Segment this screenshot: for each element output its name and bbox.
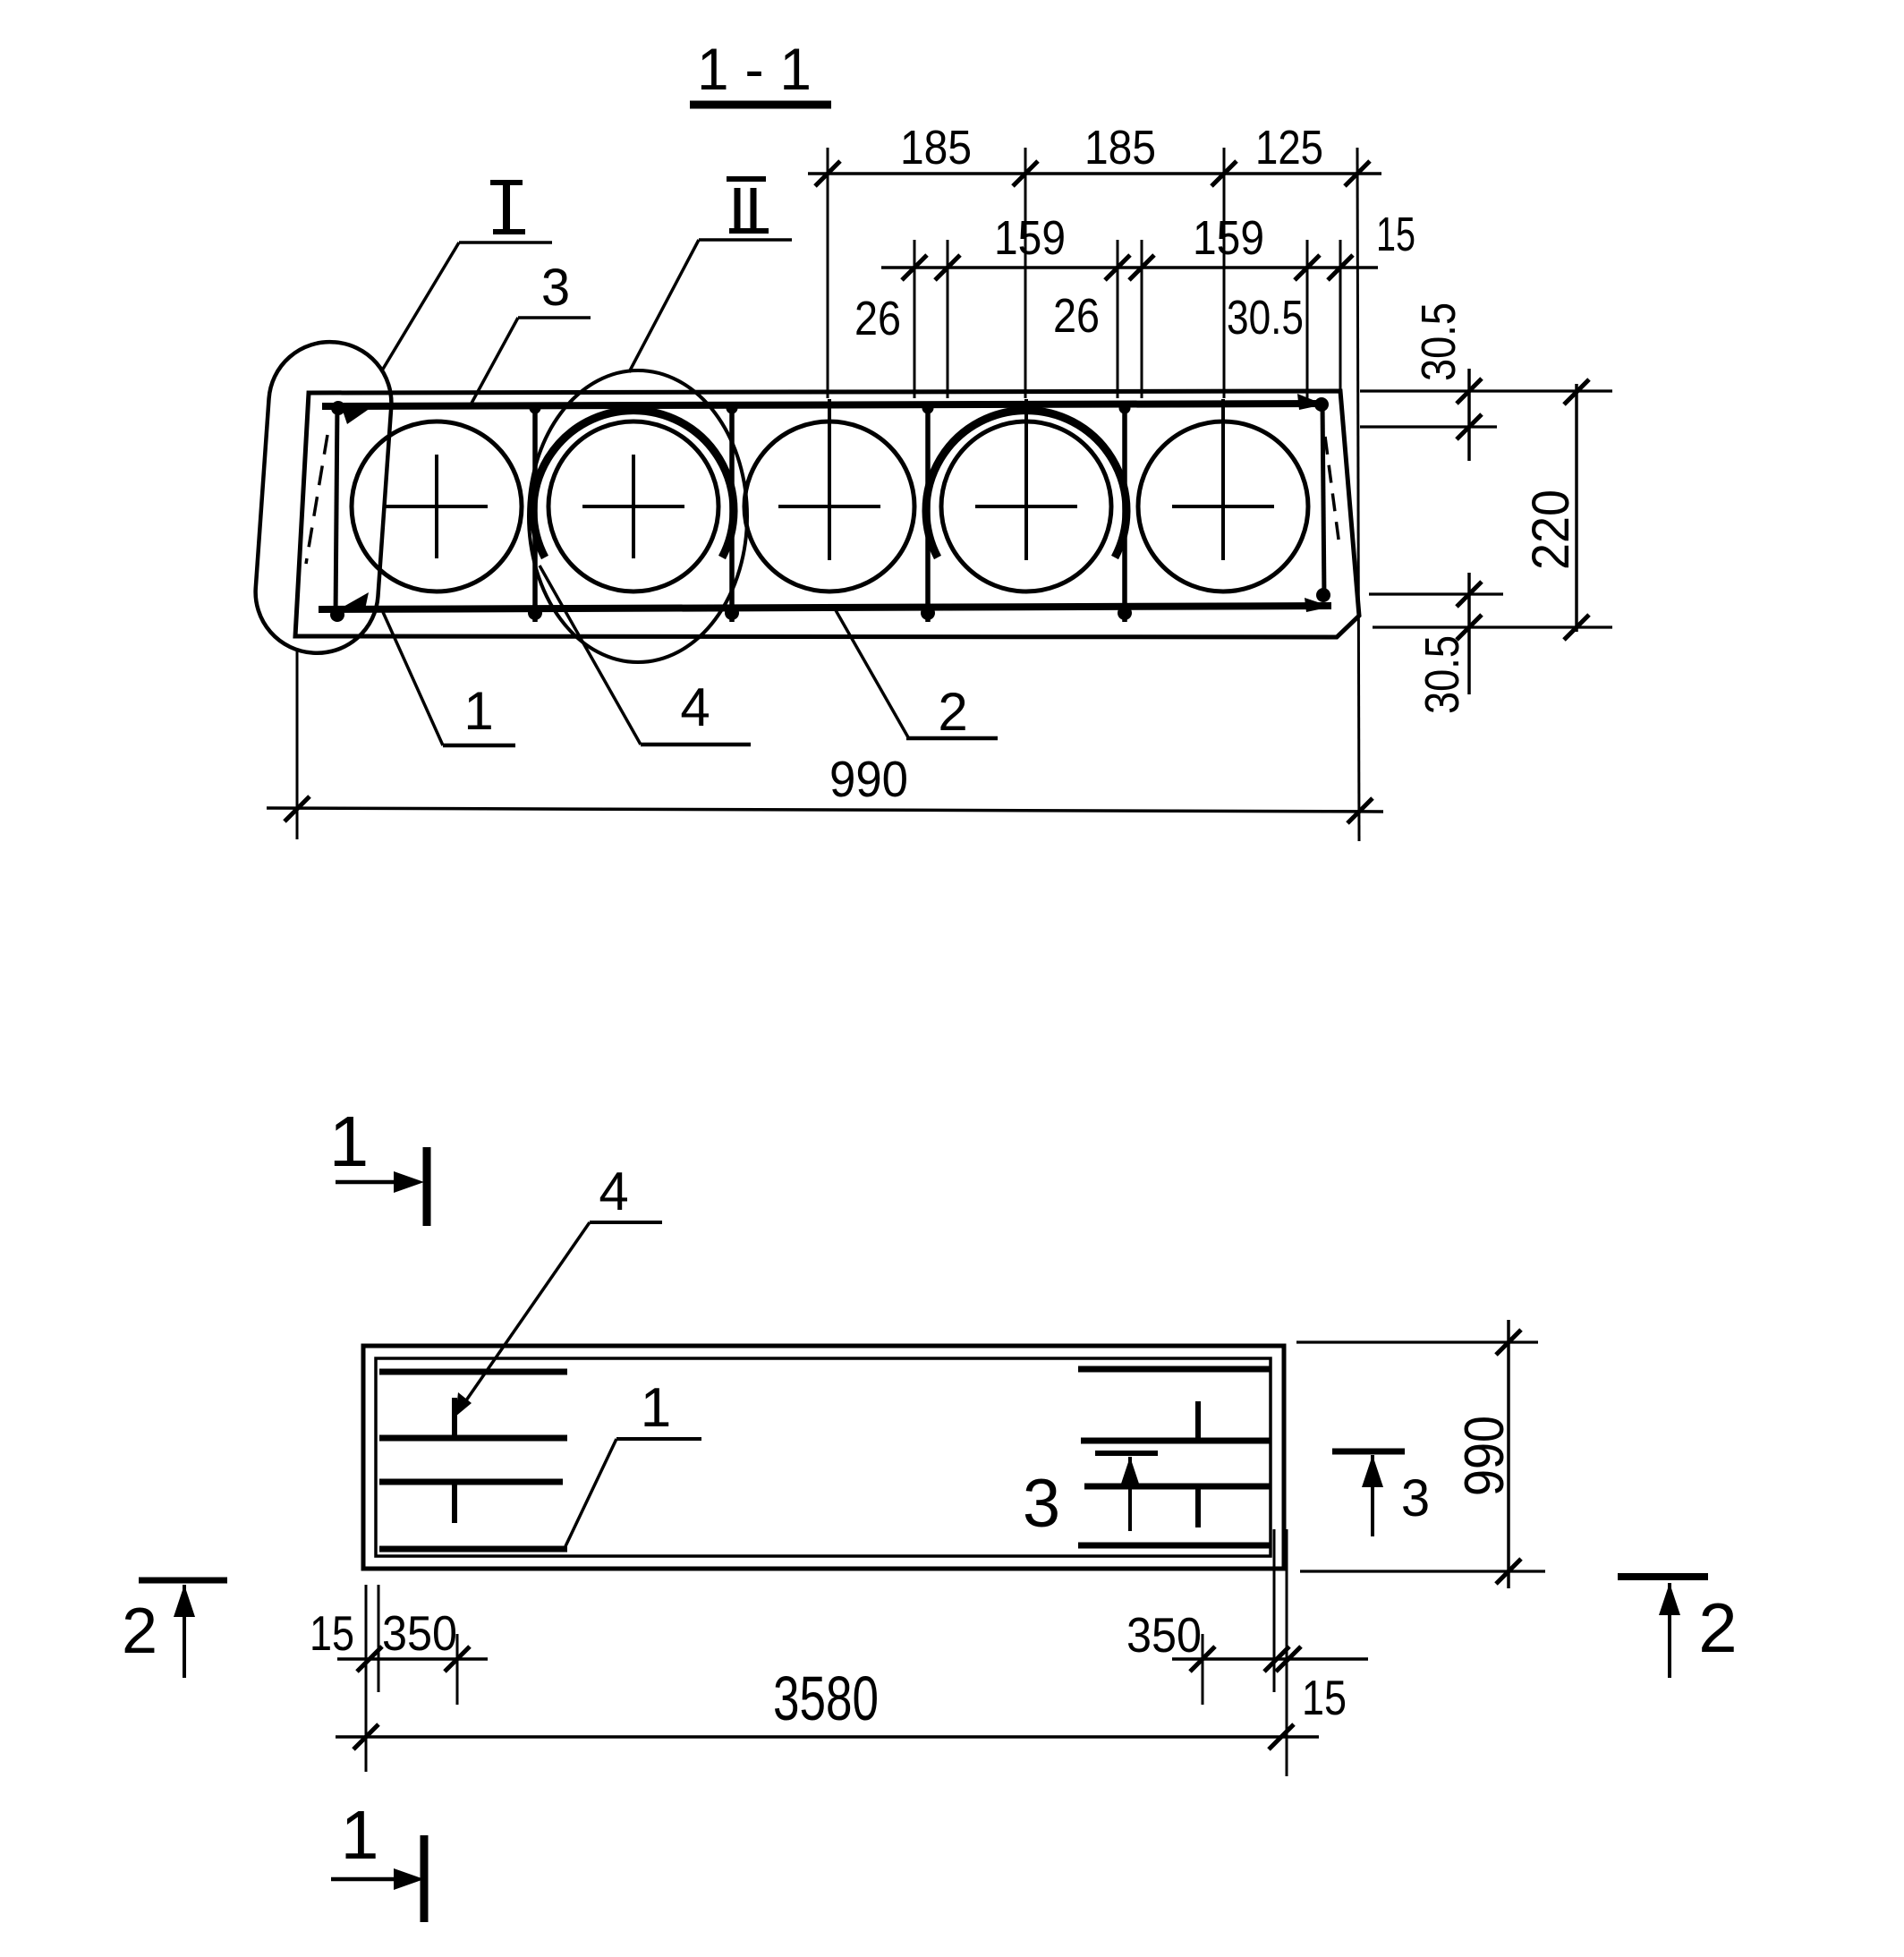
svg-text:26: 26 [854, 292, 901, 345]
svg-text:26: 26 [1053, 289, 1100, 343]
svg-text:3: 3 [541, 259, 570, 317]
svg-text:3580: 3580 [773, 1663, 879, 1733]
svg-text:2: 2 [1698, 1588, 1737, 1667]
svg-text:4: 4 [680, 677, 710, 737]
svg-text:1: 1 [329, 1102, 370, 1181]
svg-text:2: 2 [938, 682, 967, 742]
svg-text:4: 4 [599, 1161, 628, 1221]
svg-text:1 - 1: 1 - 1 [697, 36, 812, 102]
svg-text:125: 125 [1255, 121, 1323, 174]
svg-text:3: 3 [1401, 1469, 1430, 1527]
svg-text:1: 1 [641, 1377, 671, 1439]
svg-text:990: 990 [1454, 1416, 1516, 1496]
svg-text:15: 15 [310, 1605, 354, 1661]
svg-text:990: 990 [829, 751, 908, 808]
svg-text:30.5: 30.5 [1227, 291, 1304, 345]
svg-text:15: 15 [1376, 208, 1415, 261]
svg-text:350: 350 [1126, 1607, 1202, 1663]
svg-text:30.5: 30.5 [1412, 302, 1466, 381]
svg-text:3: 3 [1023, 1466, 1060, 1542]
svg-text:159: 159 [994, 211, 1066, 265]
svg-text:350: 350 [382, 1605, 457, 1661]
svg-text:220: 220 [1522, 489, 1580, 570]
svg-text:185: 185 [900, 121, 972, 174]
svg-text:15: 15 [1302, 1670, 1347, 1725]
svg-text:30.5: 30.5 [1415, 635, 1469, 714]
svg-text:1: 1 [341, 1797, 379, 1874]
svg-text:185: 185 [1084, 121, 1156, 174]
svg-text:1: 1 [463, 681, 493, 741]
svg-text:159: 159 [1193, 211, 1264, 265]
svg-text:2: 2 [122, 1595, 157, 1667]
